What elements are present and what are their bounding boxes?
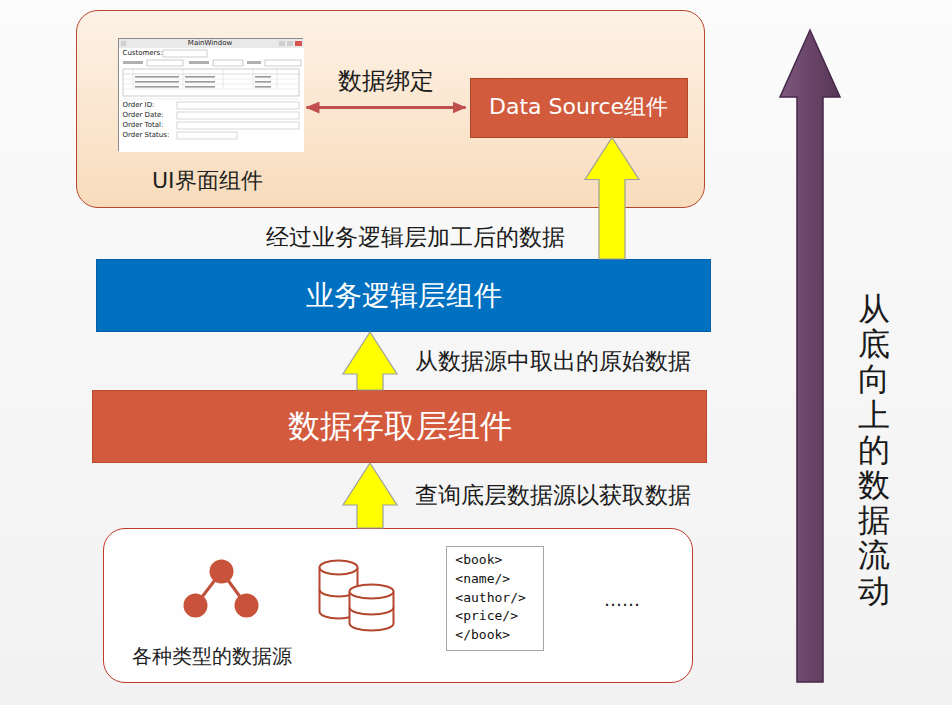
edge-label: 经过业务逻辑层加工后的数据 [266,224,565,250]
field-label: Order Date: [123,112,164,120]
node-label: <book> <name/> <author/> <price/> </book… [455,551,533,645]
data-source-box: Data Source组件 [470,78,688,138]
block-arrow [585,138,639,260]
node-label: Data Source组件 [489,94,668,120]
edge-label: 查询底层数据源以获取数据 [415,482,691,508]
node-label: UI界面组件 [152,169,263,193]
node-label: 各种类型的数据源 [132,645,292,667]
edge-label: 数据绑定 [338,68,434,96]
field-label: Order Status: [123,132,170,140]
flow-direction-label: 从底向上的数据流动 [858,292,890,609]
field-label: Order ID: [123,102,155,110]
node-label: MainWindow [119,40,302,48]
upward-flow-arrow [780,30,840,682]
block-arrow [343,332,397,390]
node-label: 业务逻辑层组件 [306,279,502,313]
edge-label: 从数据源中取出的原始数据 [415,348,691,374]
block-arrow [343,463,397,528]
window-screenshot: MainWindowCustomers: Order ID: Order Date:… [118,38,303,151]
business-logic-bar: 业务逻辑层组件 [96,259,711,332]
ui-panel: UI界面组件 MainWi [76,10,705,208]
data-access-bar: 数据存取层组件 [92,390,707,463]
ellipsis-label: …… [604,589,640,610]
node-label: 数据存取层组件 [288,407,512,445]
binding-arrow [307,106,466,109]
field-label: Order Total: [123,122,164,130]
field-label: Customers: [123,50,163,58]
xml-sample-box: <book> <name/> <author/> <price/> </book… [446,546,544,651]
